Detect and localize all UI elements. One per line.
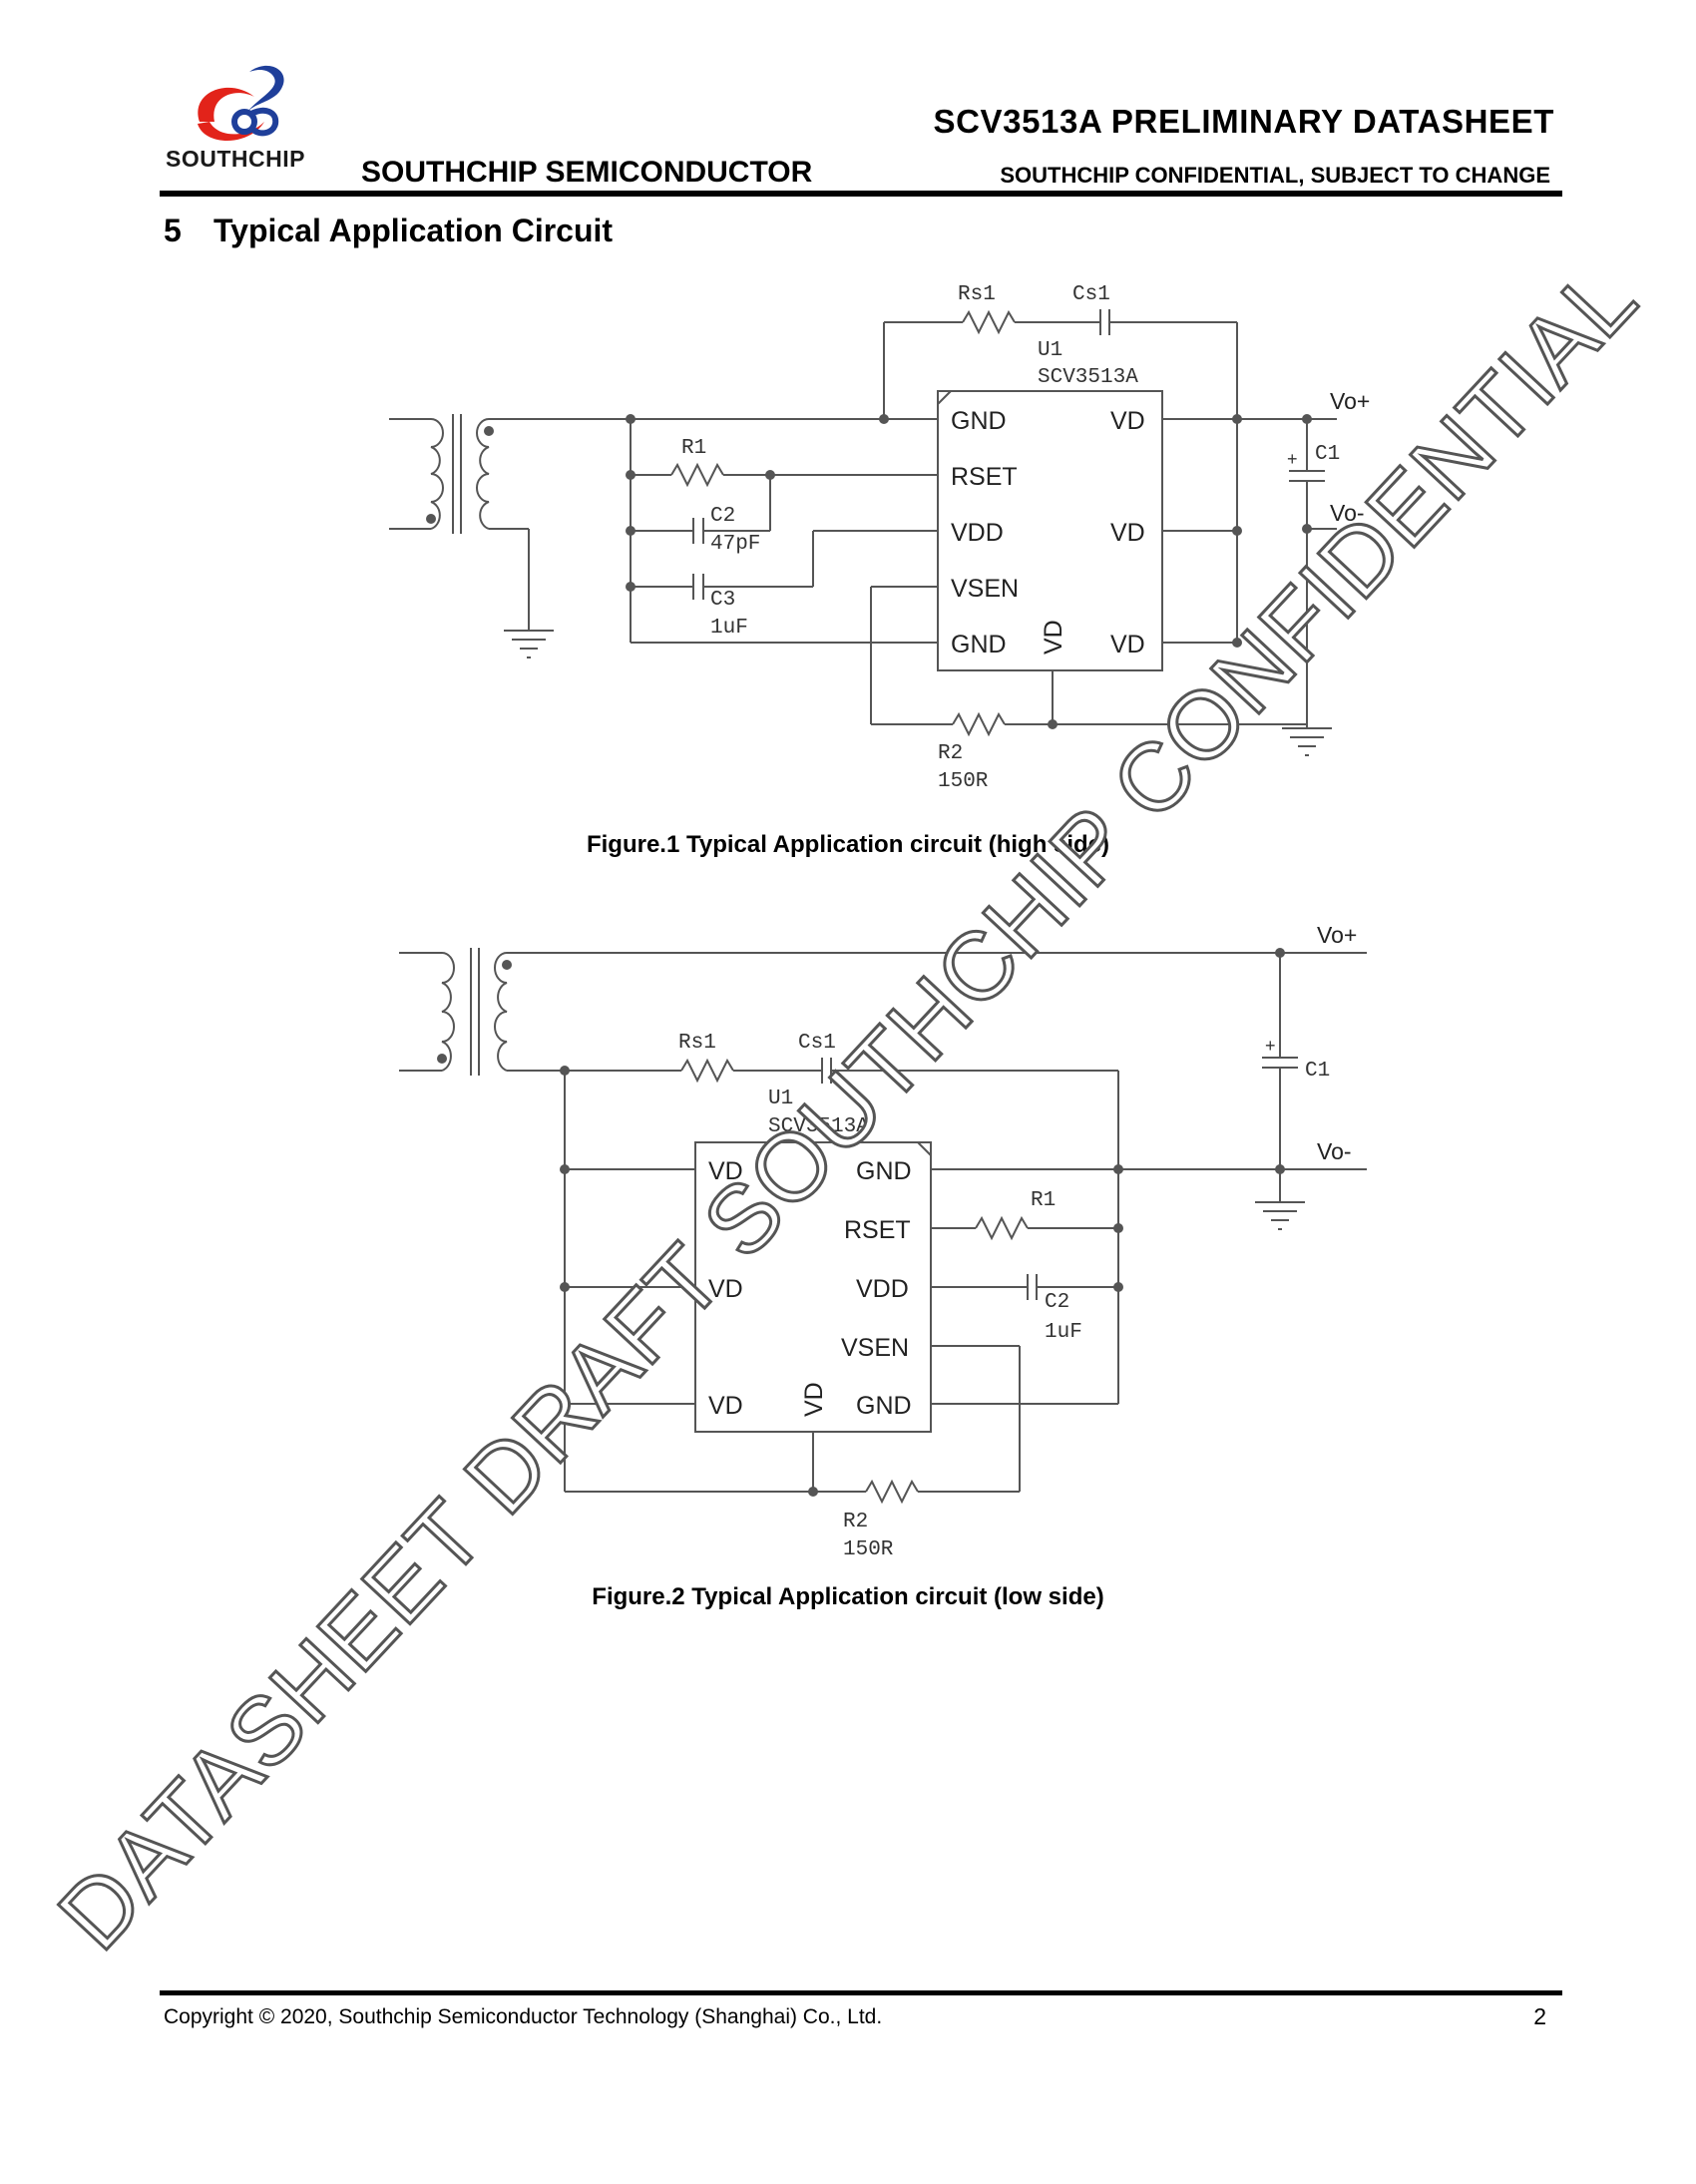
fig2-c1-plus: + [1265, 1036, 1276, 1056]
fig2-pin-vdd: VDD [856, 1275, 909, 1303]
document-title: SCV3513A PRELIMINARY DATASHEET [933, 103, 1554, 140]
section-title: Typical Application Circuit [213, 213, 614, 248]
confidential-notice: SOUTHCHIP CONFIDENTIAL, SUBJECT TO CHANG… [1000, 163, 1550, 188]
fig1-ic-ref: U1 [1038, 339, 1062, 362]
fig1-pin-gnd-bottom: GND [951, 631, 1007, 658]
fig2-ground-right [1255, 1201, 1305, 1230]
junction-dots [426, 414, 1312, 1497]
fig1-r2-label: R2 [938, 742, 963, 765]
fig2-pin-vd-3: VD [708, 1392, 743, 1420]
fig1-cs1-label: Cs1 [1072, 283, 1110, 306]
southchip-logo [198, 65, 284, 142]
fig2-pin-gnd-bottom: GND [856, 1392, 912, 1420]
figure2-schematic [399, 948, 1367, 1505]
fig1-pin-vd-1: VD [1110, 407, 1145, 435]
fig2-vo-plus: Vo+ [1317, 922, 1357, 948]
copyright: Copyright © 2020, Southchip Semiconducto… [164, 2005, 883, 2028]
fig1-r2-resistor [952, 711, 1006, 737]
fig1-pin-gnd-top: GND [951, 407, 1007, 435]
fig2-vo-minus: Vo- [1317, 1138, 1352, 1164]
fig1-c3-value: 1uF [710, 617, 748, 640]
fig2-r1-label: R1 [1031, 1189, 1056, 1212]
fig1-ic-part: SCV3513A [1038, 366, 1138, 389]
company-name: SOUTHCHIP SEMICONDUCTOR [361, 156, 813, 189]
header-rule [160, 191, 1562, 197]
fig1-pin-vdd: VDD [951, 519, 1004, 547]
fig1-pin-vd-3: VD [1110, 631, 1145, 658]
fig1-r1-label: R1 [681, 437, 706, 460]
fig2-c1-label: C1 [1305, 1060, 1330, 1083]
fig1-c1-plus: + [1287, 449, 1298, 469]
fig1-transformer [389, 414, 631, 631]
fig2-rs1-resistor [680, 1058, 734, 1084]
section-number: 5 [164, 213, 182, 248]
fig2-pin-vsen: VSEN [841, 1334, 909, 1362]
fig1-pin-vd-bottom: VD [1040, 620, 1067, 655]
fig2-r2-value: 150R [843, 1538, 894, 1561]
fig2-pin-vd-1: VD [708, 1157, 743, 1185]
fig1-c1-label: C1 [1315, 443, 1340, 466]
fig1-rs1-label: Rs1 [958, 283, 996, 306]
fig2-cs1-label: Cs1 [798, 1032, 836, 1055]
fig2-rs1-label: Rs1 [678, 1032, 716, 1055]
fig1-ground-left [504, 630, 554, 658]
fig1-r1-resistor [670, 462, 724, 488]
fig1-ground-right [1282, 727, 1332, 756]
figure2-caption: Figure.2 Typical Application circuit (lo… [592, 1583, 1104, 1610]
fig2-c2-label: C2 [1045, 1291, 1069, 1314]
fig2-pin-vd-2: VD [708, 1275, 743, 1303]
fig1-c2-value: 47pF [710, 533, 760, 556]
page-number: 2 [1533, 2003, 1546, 2029]
fig1-rs1-resistor [962, 309, 1016, 335]
fig2-c2-value: 1uF [1045, 1321, 1082, 1344]
fig2-r2-label: R2 [843, 1511, 868, 1533]
fig2-pin-gnd-top: GND [856, 1157, 912, 1185]
fig1-vo-plus: Vo+ [1330, 388, 1370, 414]
section-heading: 5 Typical Application Circuit [164, 213, 613, 249]
fig1-c3-label: C3 [710, 589, 735, 612]
fig1-pin-vsen: VSEN [951, 575, 1019, 603]
fig1-r2-value: 150R [938, 770, 989, 793]
fig2-r2-resistor [865, 1479, 919, 1505]
footer-rule [160, 1990, 1562, 1995]
fig1-pin-rset: RSET [951, 463, 1018, 491]
fig2-ic-ref: U1 [768, 1088, 793, 1110]
figure1-caption: Figure.1 Typical Application circuit (hi… [586, 831, 1110, 858]
logo-wordmark: SOUTHCHIP [166, 146, 305, 172]
fig2-ic-part: SCV3513A [768, 1115, 869, 1138]
fig1-c2-label: C2 [710, 505, 735, 528]
fig2-r1-resistor [975, 1215, 1029, 1241]
fig1-vo-minus: Vo- [1330, 500, 1365, 526]
fig2-pin-rset: RSET [844, 1216, 911, 1244]
fig1-pin-vd-2: VD [1110, 519, 1145, 547]
fig2-pin-vd-bottom: VD [800, 1382, 828, 1417]
